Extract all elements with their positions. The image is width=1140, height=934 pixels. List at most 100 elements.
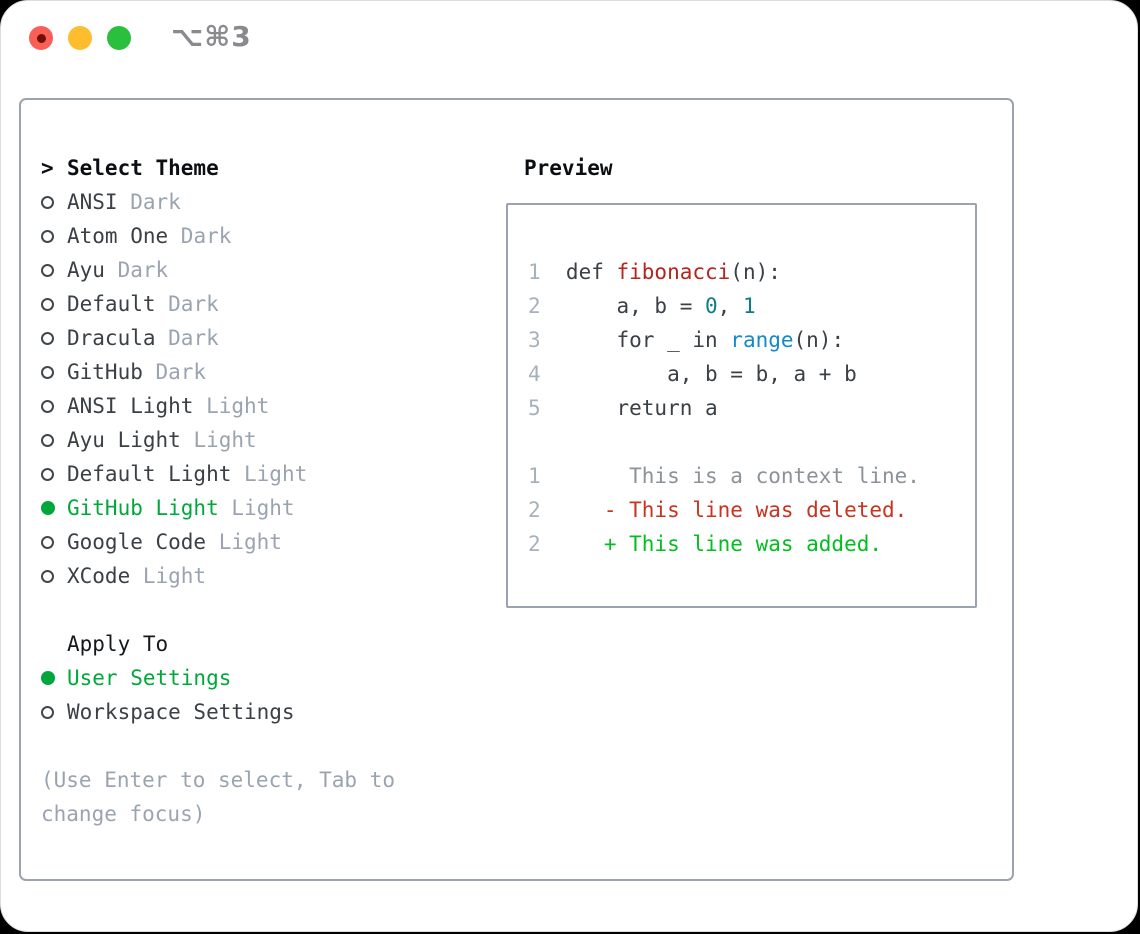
option-label: Default Light xyxy=(67,462,232,486)
line-number: 2 xyxy=(528,498,541,522)
option-label: ANSI Light xyxy=(67,394,194,418)
maximize-button[interactable] xyxy=(107,26,131,50)
code-token: This is a context line. xyxy=(565,464,920,488)
traffic-lights xyxy=(29,26,131,50)
option-label: Workspace Settings xyxy=(67,700,295,724)
theme-variant-label: Dark xyxy=(168,326,219,350)
radio-icon xyxy=(41,331,67,345)
code-token: a, b = b, a + b xyxy=(565,362,857,386)
theme-variant-label: Light xyxy=(142,564,207,588)
close-button[interactable] xyxy=(29,26,53,50)
code-token: fibonacci xyxy=(616,260,731,284)
code-token: (n): xyxy=(793,328,845,352)
theme-variant-label: Light xyxy=(231,496,295,520)
option-label: User Settings xyxy=(67,666,232,690)
option-label: Google Code xyxy=(67,530,207,554)
preview-line: 2 + This line was added. xyxy=(528,527,975,561)
preview-line: 2 - This line was deleted. xyxy=(528,493,975,527)
radio-icon xyxy=(41,399,67,413)
titlebar: ⌥⌘3 xyxy=(1,1,1137,75)
theme-variant-label: Dark xyxy=(168,292,219,316)
preview-title: Preview xyxy=(524,156,613,180)
theme-variant-label: Dark xyxy=(130,190,181,214)
code-token: 0 xyxy=(705,294,718,318)
preview-line: 4 a, b = b, a + b xyxy=(528,357,975,391)
line-number: 5 xyxy=(528,396,541,420)
preview-line: 2 a, b = 0, 1 xyxy=(528,289,975,323)
spacer xyxy=(41,729,465,763)
theme-option-ansi-light[interactable]: ANSI Light Light xyxy=(41,389,465,423)
radio-icon xyxy=(41,433,67,447)
radio-icon xyxy=(41,195,67,209)
theme-variant-label: Dark xyxy=(180,224,232,248)
apply-option-workspace-settings[interactable]: Workspace Settings xyxy=(41,695,465,729)
window-title-shortcut: ⌥⌘3 xyxy=(171,20,252,53)
code-token: def xyxy=(565,260,617,284)
hint-text: (Use Enter to select, Tab to change focu… xyxy=(41,768,396,826)
theme-list-header-row: > Select Theme xyxy=(41,151,465,185)
radio-icon xyxy=(41,263,67,277)
code-token: a, b = xyxy=(565,294,705,318)
code-token: + This line was added. xyxy=(565,532,882,556)
code-token: return a xyxy=(565,396,718,420)
radio-icon xyxy=(41,705,67,719)
line-number: 2 xyxy=(528,294,541,318)
radio-icon xyxy=(41,501,67,515)
minimize-button[interactable] xyxy=(68,26,92,50)
line-number: 2 xyxy=(528,532,541,556)
apply-option-user-settings[interactable]: User Settings xyxy=(41,661,465,695)
theme-variant-label: Dark xyxy=(117,258,169,282)
theme-variant-label: Light xyxy=(218,530,282,554)
theme-option-ansi[interactable]: ANSI Dark xyxy=(41,185,465,219)
option-label: ANSI xyxy=(67,190,118,214)
option-label: Default xyxy=(67,292,156,316)
radio-icon xyxy=(41,297,67,311)
edited-dot-icon xyxy=(36,33,46,43)
radio-icon xyxy=(41,535,67,549)
option-label: Ayu xyxy=(67,258,105,282)
preview-line: 3 for _ in range(n): xyxy=(528,323,975,357)
radio-icon xyxy=(41,671,67,685)
selection-caret: > xyxy=(41,156,54,180)
line-number: 1 xyxy=(528,260,541,284)
theme-option-xcode[interactable]: XCode Light xyxy=(41,559,465,593)
theme-option-google-code[interactable]: Google Code Light xyxy=(41,525,465,559)
preview-line: 1 This is a context line. xyxy=(528,459,975,493)
theme-option-dracula[interactable]: Dracula Dark xyxy=(41,321,465,355)
spacer xyxy=(41,593,465,627)
preview-line: 1 def fibonacci(n): xyxy=(528,255,975,289)
code-token: 1 xyxy=(742,294,756,318)
preview-line: 5 return a xyxy=(528,391,975,425)
code-token: range xyxy=(730,328,794,352)
code-token: for _ in xyxy=(565,328,731,352)
theme-option-ayu[interactable]: Ayu Dark xyxy=(41,253,465,287)
code-token: (n): xyxy=(730,260,781,284)
radio-icon xyxy=(41,229,67,243)
option-label: Dracula xyxy=(67,326,156,350)
theme-variant-label: Light xyxy=(206,394,270,418)
option-label: GitHub xyxy=(67,360,143,384)
line-number: 3 xyxy=(528,328,541,352)
option-label: XCode xyxy=(67,564,131,588)
theme-variant-label: Light xyxy=(244,462,308,486)
code-token: , xyxy=(717,294,743,318)
radio-icon xyxy=(41,467,67,481)
theme-option-default[interactable]: Default Dark xyxy=(41,287,465,321)
radio-icon xyxy=(41,569,67,583)
code-token: - This line was deleted. xyxy=(565,498,908,522)
apply-to-header: Apply To xyxy=(67,632,169,656)
theme-option-default-light[interactable]: Default Light Light xyxy=(41,457,465,491)
line-number: 1 xyxy=(528,464,541,488)
theme-list-header: Select Theme xyxy=(67,156,219,180)
